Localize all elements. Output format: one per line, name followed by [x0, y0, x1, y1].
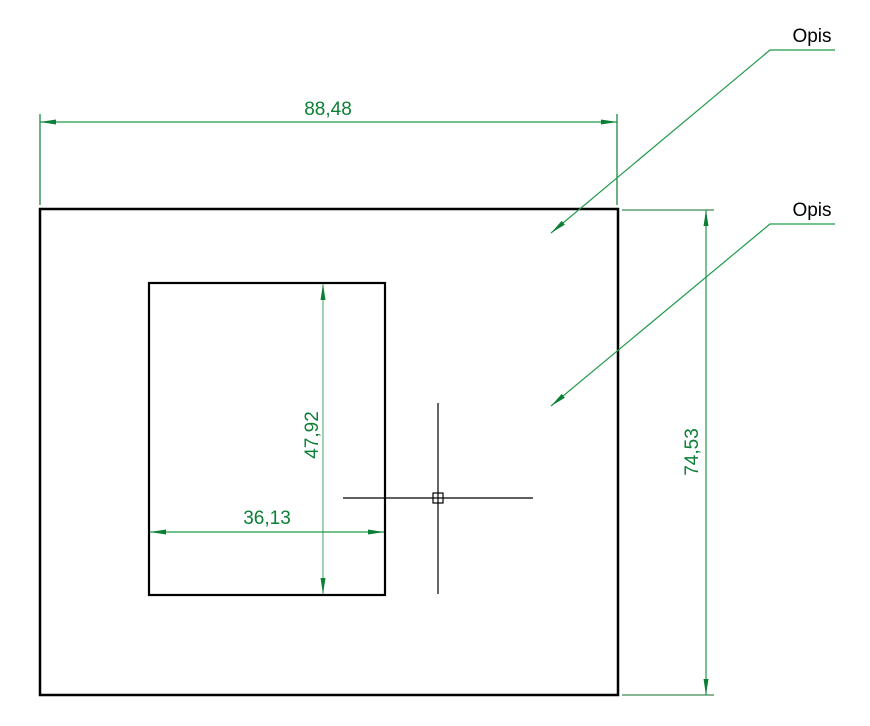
- leader-annotation-2[interactable]: Opis: [550, 200, 835, 407]
- leader-label-2: Opis: [792, 200, 831, 221]
- leader-line: [550, 223, 835, 407]
- leader-label-1: Opis: [792, 26, 831, 47]
- leader-line: [550, 49, 835, 234]
- dimension-text-outer-height: 74,53: [682, 428, 703, 476]
- crosshair-cursor-icon: [343, 403, 533, 594]
- inner-rectangle[interactable]: [147, 281, 387, 597]
- dimension-outer-height[interactable]: 74,53: [622, 209, 714, 696]
- dimension-inner-height[interactable]: 47,92: [302, 284, 326, 594]
- dimension-text-inner-height: 47,92: [302, 411, 323, 459]
- dimension-text-outer-width: 88,48: [304, 99, 352, 120]
- leader-annotation-1[interactable]: Opis: [550, 26, 835, 234]
- dimension-inner-width[interactable]: 36,13: [150, 508, 384, 535]
- dimension-text-inner-width: 36,13: [243, 508, 291, 529]
- outer-rectangle[interactable]: [38, 207, 620, 697]
- dimension-outer-width[interactable]: 88,48: [39, 99, 618, 205]
